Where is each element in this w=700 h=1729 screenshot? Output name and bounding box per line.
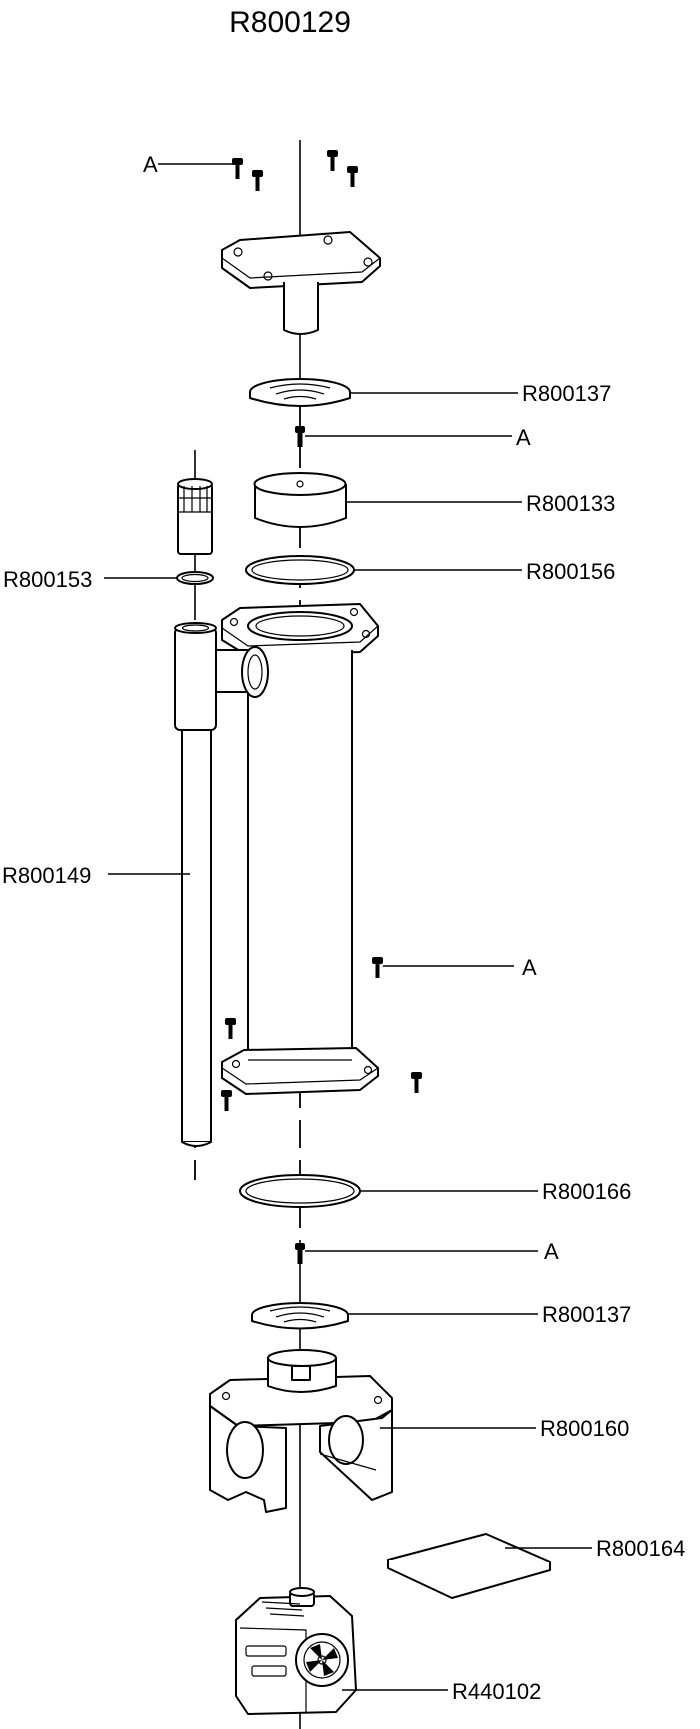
tube-fitting [177, 478, 213, 555]
upper-oring [245, 555, 355, 585]
upper-screw-icon [295, 426, 305, 447]
label-upper-screw: A [516, 425, 531, 450]
label-cap: R800133 [526, 491, 615, 516]
pump [235, 1587, 357, 1715]
label-pump: R440102 [452, 1679, 541, 1704]
label-base: R800160 [540, 1416, 629, 1441]
label-upper-disc: R800137 [522, 381, 611, 406]
diagram-title: R800129 [229, 6, 351, 39]
lower-disc [251, 1302, 349, 1330]
upper-disc [249, 378, 351, 407]
label-lower-screw: A [544, 1239, 559, 1264]
housing-side-branch [213, 646, 269, 698]
bottom-plate [387, 1533, 551, 1599]
label-lower-oring: R800166 [542, 1179, 631, 1204]
middle-screw-icon [372, 957, 383, 978]
housing-body [247, 650, 353, 1061]
base-stand [209, 1349, 393, 1513]
side-tube [174, 622, 217, 1147]
label-middle-screw: A [522, 955, 537, 980]
label-upper-oring: R800156 [526, 559, 615, 584]
cap-cylinder [253, 472, 347, 528]
label-small-oring: R800153 [3, 567, 92, 592]
small-oring [176, 571, 214, 585]
label-top-screws: A [143, 152, 158, 177]
housing-bottom-flange [221, 1047, 379, 1095]
lower-screw-icon [295, 1243, 305, 1264]
label-plate: R800164 [596, 1536, 685, 1561]
label-tube: R800149 [2, 863, 91, 888]
top-screw-icon [232, 150, 358, 191]
label-lower-disc: R800137 [542, 1302, 631, 1327]
flange-screw-icon [221, 1018, 422, 1111]
lower-oring [239, 1174, 361, 1208]
housing-top-flange [221, 603, 379, 657]
top-lid [221, 231, 381, 335]
